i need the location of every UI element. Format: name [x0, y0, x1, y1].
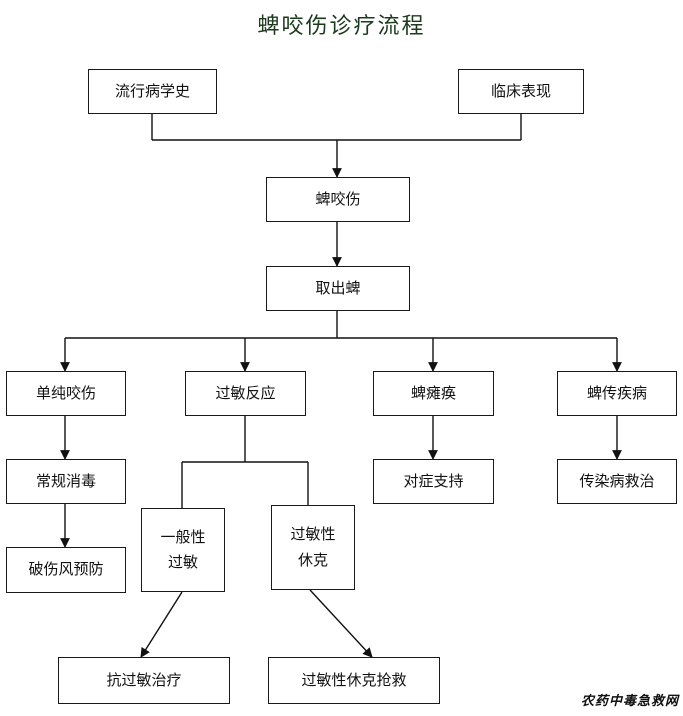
node-symptomatic: 对症支持 — [373, 459, 494, 504]
node-tick-bite: 蜱咬伤 — [266, 177, 410, 222]
node-label: 蜱瘫痪 — [410, 383, 456, 402]
page-title: 蜱咬伤诊疗流程 — [257, 14, 426, 39]
arrow-to-anti-allergy — [140, 591, 183, 658]
node-label-line-2: 休克 — [297, 550, 328, 569]
node-label: 过敏反应 — [215, 383, 276, 402]
node-label: 蜱传疾病 — [586, 383, 647, 402]
node-label: 流行病学史 — [114, 81, 190, 100]
node-label: 单纯咬伤 — [35, 383, 96, 402]
node-label-line-1: 一般性 — [160, 527, 206, 546]
node-general-allergy: 一般性 过敏 — [141, 508, 225, 592]
node-tetanus: 破伤风预防 — [6, 547, 126, 593]
node-label: 临床表现 — [490, 81, 551, 100]
node-label: 常规消毒 — [35, 471, 96, 490]
arrow-to-shock-rescue — [309, 589, 373, 658]
node-disease-treat: 传染病救治 — [557, 459, 677, 504]
node-label: 破伤风预防 — [28, 560, 104, 579]
node-remove-tick: 取出蜱 — [266, 266, 410, 311]
node-clinical: 临床表现 — [458, 69, 584, 114]
node-simple-bite: 单纯咬伤 — [6, 371, 126, 416]
node-shock-rescue: 过敏性休克抢救 — [268, 657, 440, 704]
node-label: 对症支持 — [403, 471, 464, 490]
node-label: 取出蜱 — [315, 278, 361, 297]
node-label: 过敏性休克抢救 — [301, 670, 407, 689]
node-disinfect: 常规消毒 — [6, 459, 126, 504]
node-label-line-2: 过敏 — [167, 553, 198, 571]
node-tick-disease: 蜱传疾病 — [557, 371, 677, 416]
node-allergy: 过敏反应 — [185, 371, 306, 416]
node-label: 传染病救治 — [579, 471, 655, 490]
node-epidemiology: 流行病学史 — [88, 69, 217, 114]
site-watermark: 农药中毒急救网 — [580, 694, 679, 709]
node-anti-allergy: 抗过敏治疗 — [58, 657, 230, 704]
node-label: 蜱咬伤 — [315, 189, 361, 208]
node-paralysis: 蜱瘫痪 — [373, 371, 494, 416]
node-allergic-shock: 过敏性 休克 — [271, 505, 355, 590]
node-label: 抗过敏治疗 — [106, 670, 182, 689]
node-label-line-1: 过敏性 — [290, 525, 336, 543]
